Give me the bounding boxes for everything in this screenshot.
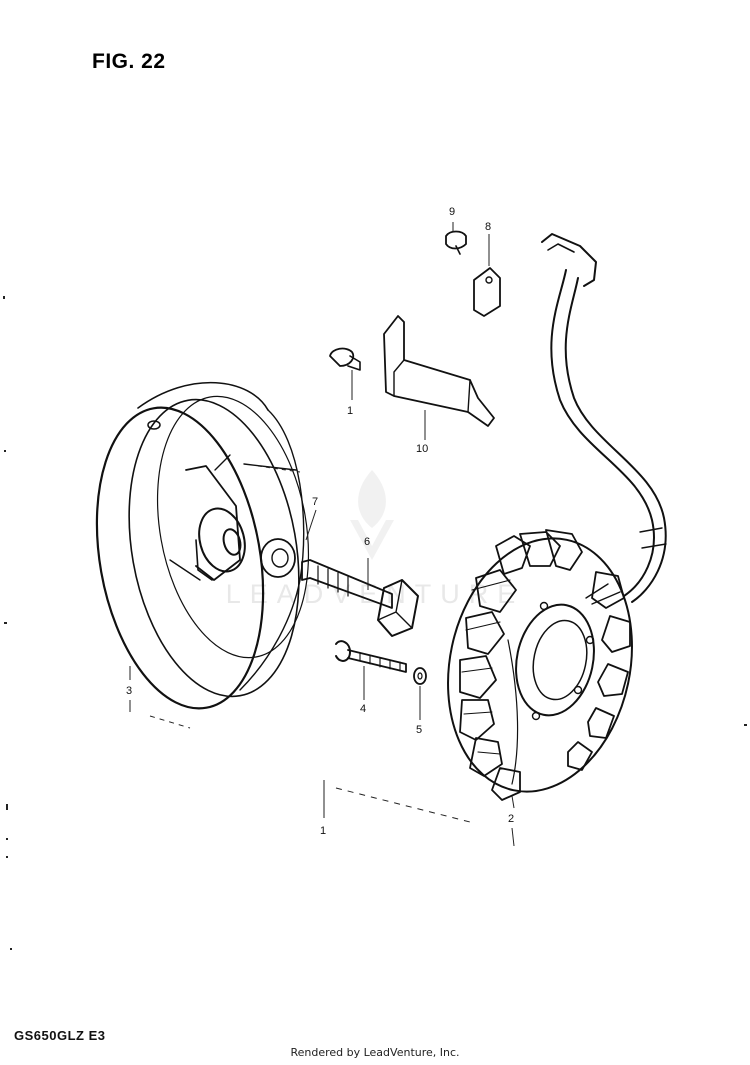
washer-part-7 (260, 538, 296, 578)
callout-6: 6 (364, 536, 370, 548)
model-code: GS650GLZ E3 (14, 1028, 106, 1043)
rotor-flywheel (95, 381, 310, 710)
leader-lines (129, 222, 515, 847)
callout-5: 5 (416, 724, 422, 736)
rendered-by-footer: Rendered by LeadVenture, Inc. (290, 1046, 460, 1059)
cover-plate-part-10 (383, 315, 495, 427)
wire-harness (541, 233, 667, 603)
callout-4: 4 (360, 703, 366, 715)
stator-part-2 (447, 529, 633, 801)
figure-title: FIG. 22 (92, 50, 166, 73)
callout-9: 9 (449, 206, 455, 218)
washer-part-5 (413, 667, 427, 685)
stator-screw-part-4 (335, 640, 407, 673)
leadventure-flame-icon (350, 470, 394, 560)
screw-part-1-upper (329, 347, 361, 371)
callout-10: 10 (416, 443, 428, 455)
callout-1-upper: 1 (347, 405, 353, 417)
scan-marks (3, 296, 747, 950)
callout-3: 3 (126, 685, 132, 697)
callout-1-lower: 1 (320, 825, 326, 837)
callout-7: 7 (312, 496, 318, 508)
callout-2: 2 (508, 813, 514, 825)
clamp-part-8 (473, 267, 501, 317)
screw-part-9 (445, 230, 467, 255)
rotor-bolt-part-6 (301, 559, 419, 637)
callout-8: 8 (485, 221, 491, 233)
